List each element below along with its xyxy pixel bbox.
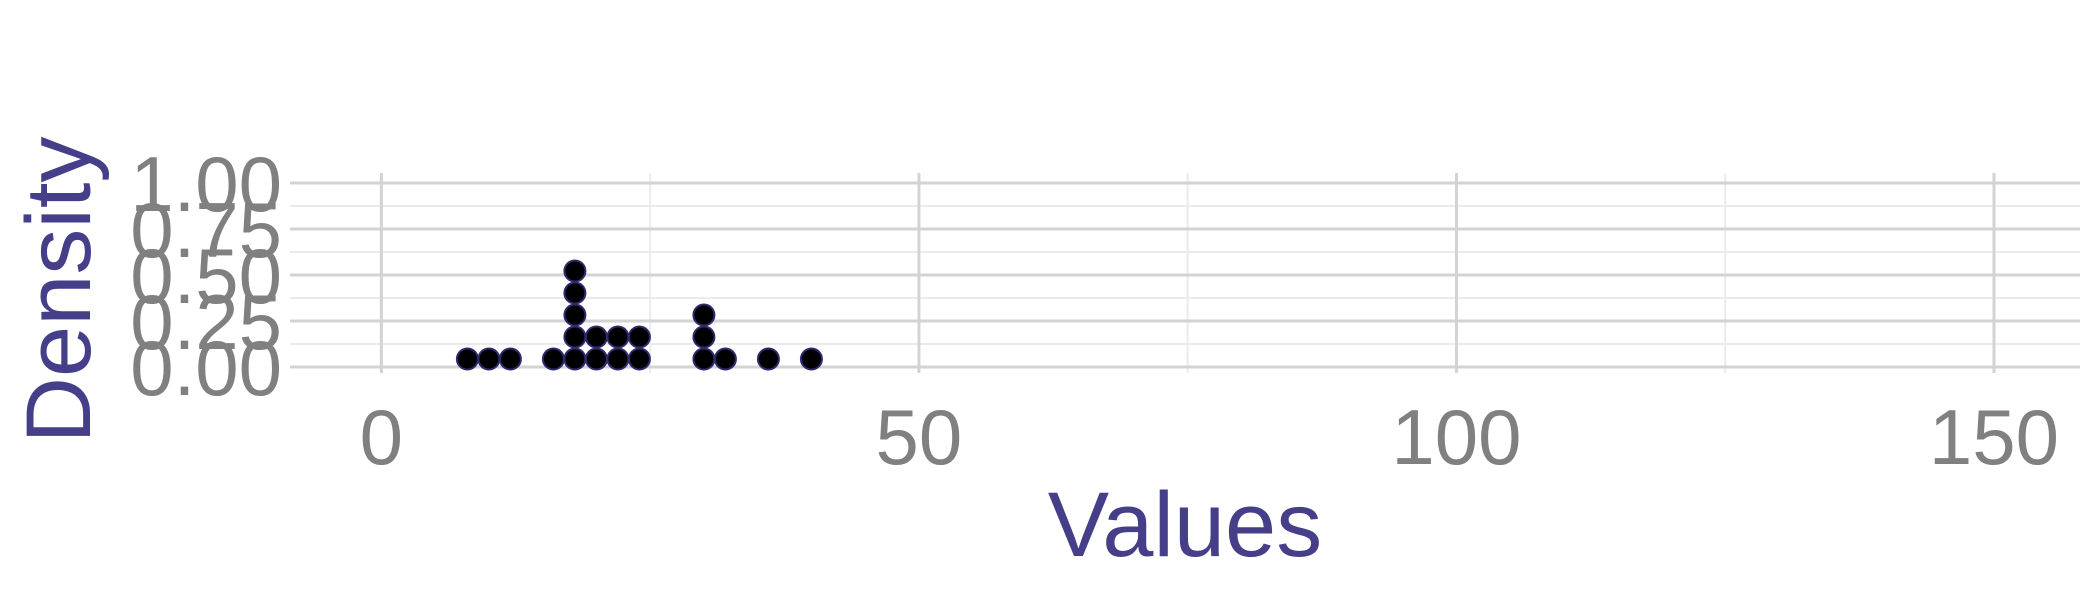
dot xyxy=(498,347,522,371)
x-tick-label: 50 xyxy=(876,393,963,481)
x-tick-label: 100 xyxy=(1391,393,1521,481)
dot xyxy=(627,325,651,349)
dot xyxy=(563,259,587,283)
y-tick-label: 0.00 xyxy=(130,324,282,412)
y-tick-label: 0.25 xyxy=(130,278,282,366)
dot xyxy=(606,325,630,349)
dot xyxy=(692,303,716,327)
dot xyxy=(606,347,630,371)
y-tick-label: 1.00 xyxy=(130,140,282,228)
y-tick-labels: 0.000.250.500.751.00 xyxy=(130,140,282,412)
x-tick-label: 150 xyxy=(1929,393,2059,481)
x-axis-title: Values xyxy=(1048,474,1322,576)
dot xyxy=(627,347,651,371)
y-axis-title: Density xyxy=(8,137,110,444)
dot xyxy=(756,347,780,371)
dot xyxy=(477,347,501,371)
dot xyxy=(692,347,716,371)
dot xyxy=(692,325,716,349)
dot xyxy=(584,347,608,371)
x-tick-labels: 0 50 100 150 xyxy=(360,393,2059,481)
x-tick-label: 0 xyxy=(360,393,403,481)
dot xyxy=(563,303,587,327)
dot xyxy=(713,347,737,371)
y-tick-label: 0.50 xyxy=(130,232,282,320)
y-tick-label: 0.75 xyxy=(130,186,282,274)
dot xyxy=(563,281,587,305)
dot xyxy=(584,325,608,349)
dot xyxy=(541,347,565,371)
dot xyxy=(563,325,587,349)
dot xyxy=(799,347,823,371)
dots xyxy=(455,259,823,371)
grid-lines xyxy=(290,173,2080,373)
dot xyxy=(563,347,587,371)
dot xyxy=(455,347,479,371)
